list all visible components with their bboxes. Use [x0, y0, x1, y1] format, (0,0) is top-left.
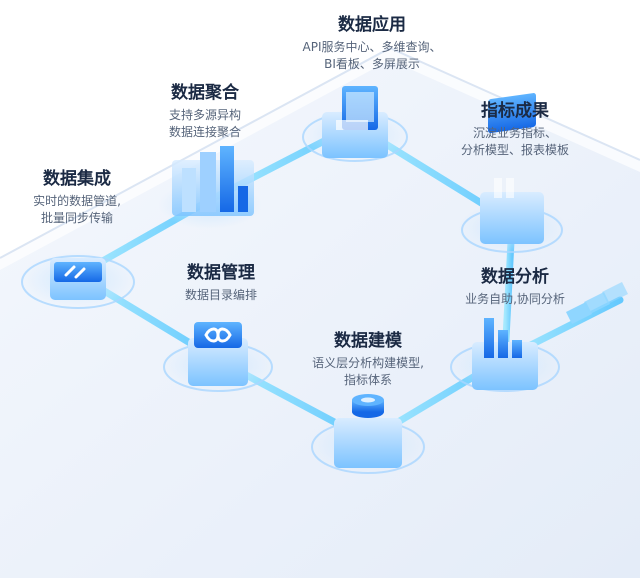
node-description-line: 指标体系	[343, 373, 392, 387]
label-modeling: 数据建模 语义层分析构建模型, 指标体系	[288, 330, 448, 389]
node-description-line: 批量同步传输	[40, 211, 113, 225]
label-application: 数据应用 API服务中心、多维查询、 BI看板、多屏展示	[282, 14, 462, 73]
node-description-line: 实时的数据管道,	[33, 194, 121, 208]
label-aggregation: 数据聚合 支持多源异构 数据连接聚合	[140, 82, 270, 141]
node-application	[301, 86, 409, 162]
screen-monitor-icon	[336, 86, 378, 130]
node-title: 数据建模	[334, 331, 402, 351]
link-icon	[64, 265, 86, 279]
node-description-line: 沉淀业务指标、	[472, 126, 557, 140]
bar-chart-icon	[484, 318, 522, 358]
label-metrics: 指标成果 沉淀业务指标、 分析模型、报表模板	[440, 100, 590, 159]
node-description-line: 分析模型、报表模板	[460, 143, 569, 157]
node-description-line: 数据目录编排	[184, 288, 257, 302]
node-title: 指标成果	[481, 101, 549, 121]
label-analysis: 数据分析 业务自助,协同分析	[440, 266, 590, 308]
node-description-line: 支持多源异构	[168, 108, 241, 122]
node-title: 数据分析	[481, 267, 549, 287]
node-modeling	[310, 394, 426, 474]
card-stack-icon	[488, 93, 536, 198]
node-description-line: 语义层分析构建模型,	[312, 356, 424, 370]
node-title: 数据集成	[43, 169, 111, 189]
node-title: 数据应用	[338, 15, 406, 35]
node-metrics	[458, 93, 566, 254]
node-description-line: API服务中心、多维查询、	[302, 40, 442, 54]
database-stack-icon	[352, 394, 384, 418]
isometric-platform	[0, 46, 640, 578]
chevron-arrows-icon	[566, 282, 628, 324]
node-management	[162, 322, 274, 392]
node-title: 数据管理	[187, 263, 255, 283]
node-integration	[20, 252, 136, 309]
label-integration: 数据集成 实时的数据管道, 批量同步传输	[12, 168, 142, 227]
node-analysis	[449, 318, 561, 392]
infinity-loop-icon	[204, 327, 232, 343]
building-blocks-icon	[182, 146, 248, 212]
node-title: 数据聚合	[171, 83, 239, 103]
label-management: 数据管理 数据目录编排	[156, 262, 286, 304]
node-description-line: BI看板、多屏展示	[324, 57, 420, 71]
node-description-line: 数据连接聚合	[168, 125, 241, 139]
node-aggregation	[158, 146, 262, 229]
node-description-line: 业务自助,协同分析	[465, 292, 565, 306]
